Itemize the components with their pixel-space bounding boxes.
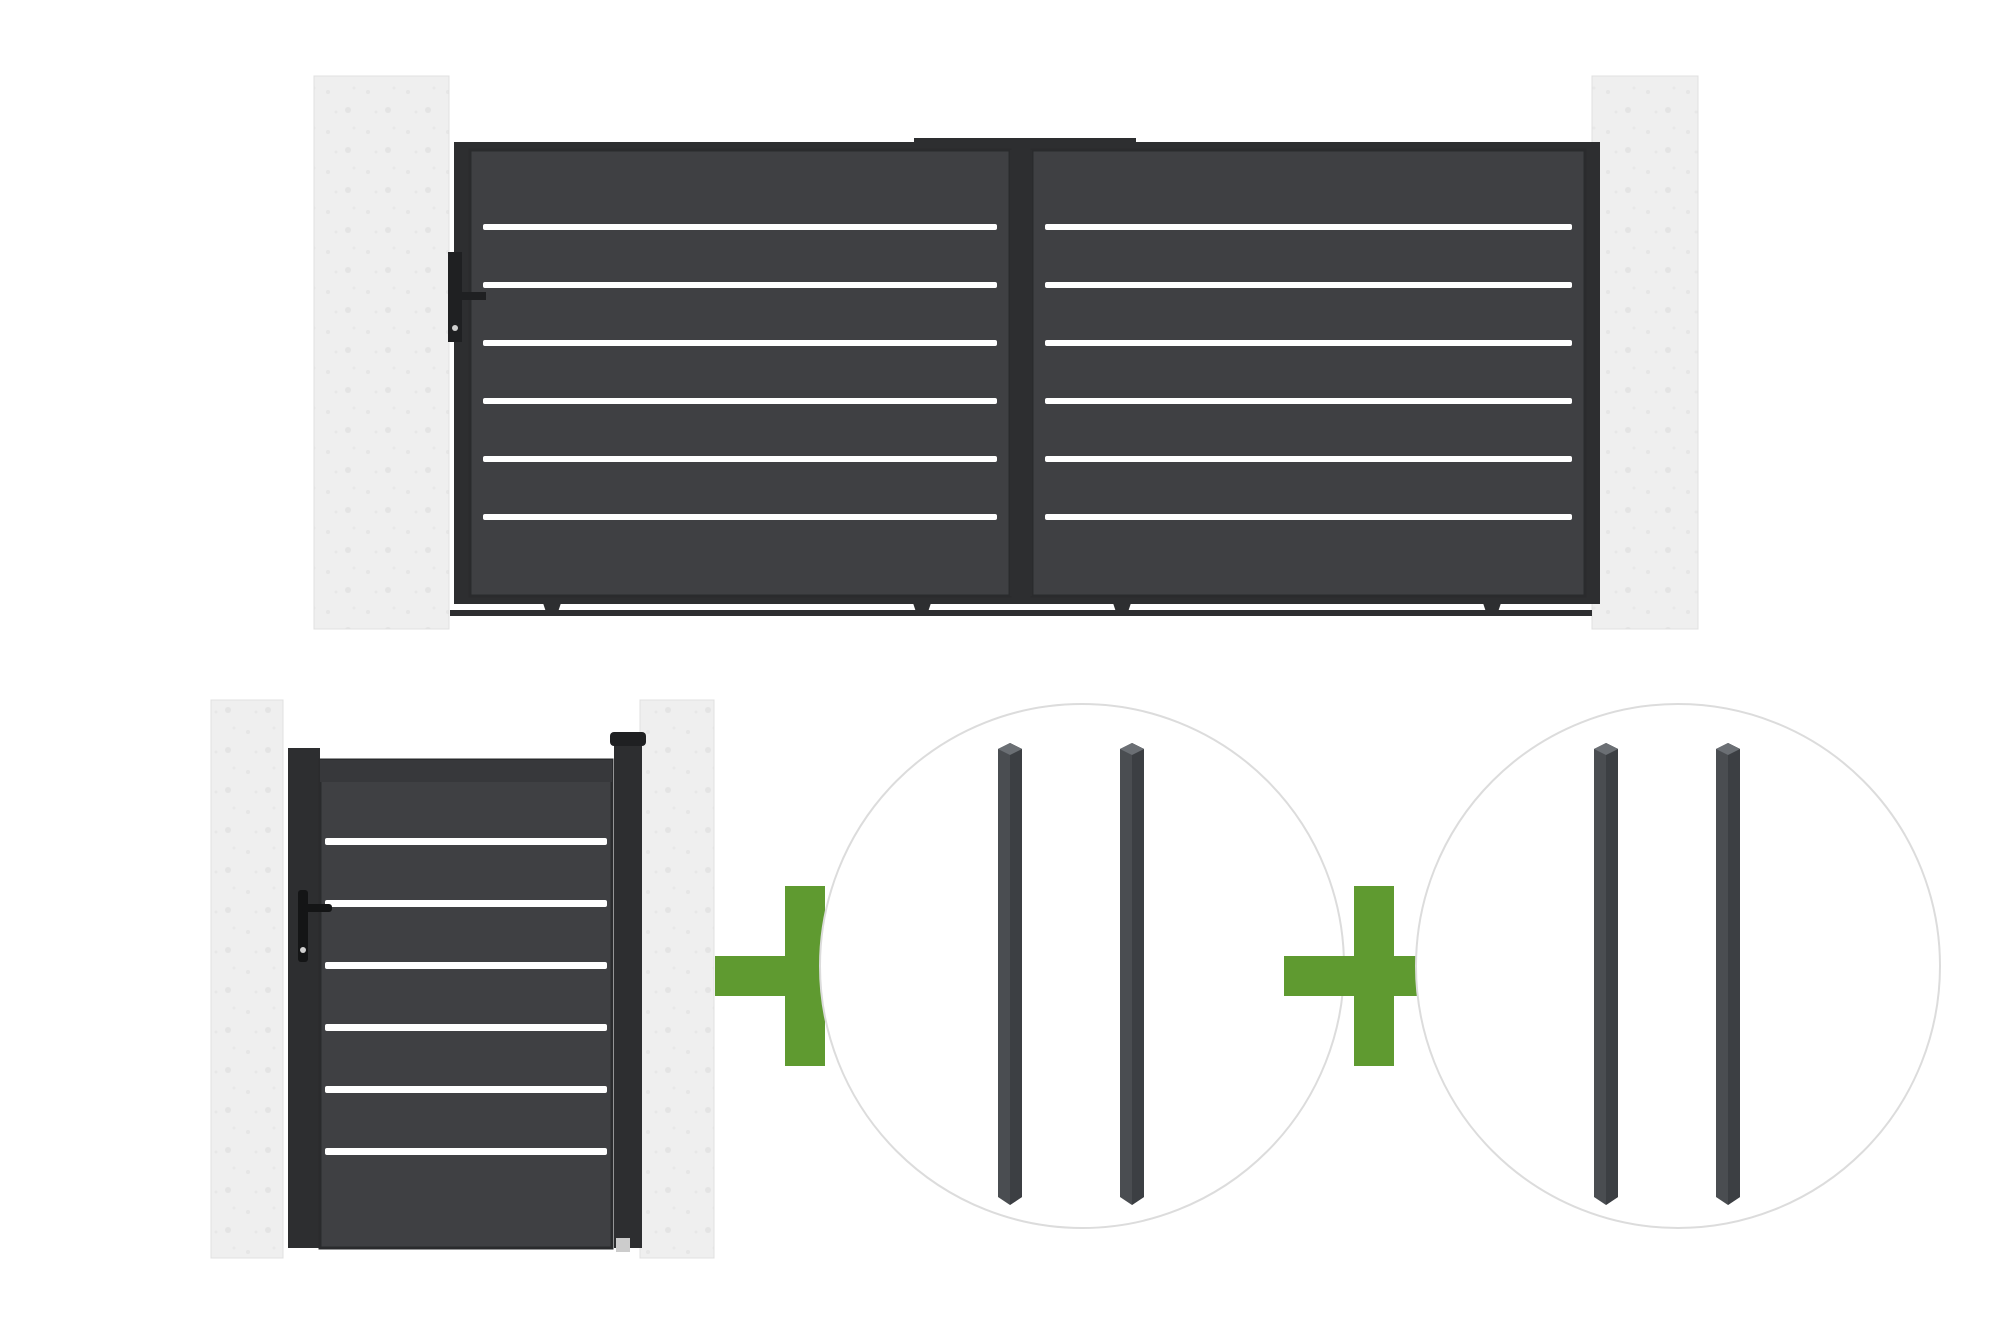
left-pillar [210, 699, 284, 1259]
bottom-hinge [616, 1238, 630, 1252]
slat-gap [483, 340, 997, 346]
right-pillar [1591, 75, 1699, 630]
right-pillar [639, 699, 715, 1259]
slat-gap [483, 456, 997, 462]
post-pair-circle [819, 703, 1345, 1229]
gate-panel-right [1030, 148, 1587, 598]
hinge-post-cap [610, 732, 646, 746]
slat-gap [483, 282, 997, 288]
gate-rail [450, 610, 1592, 616]
slat-gap [1045, 340, 1572, 346]
gate-handle [448, 252, 486, 342]
post-pair-circle [1415, 703, 1941, 1229]
pedestrian-gate-slats [325, 838, 607, 1155]
post [1716, 743, 1740, 1205]
gate-centre-stile [1010, 150, 1032, 596]
post-pair-1 [819, 703, 1345, 1229]
slat-gap [325, 962, 607, 969]
post [1120, 743, 1144, 1205]
slat-gap [325, 1024, 607, 1031]
left-pillar [313, 75, 450, 630]
sliding-gate-assembly [313, 75, 1699, 630]
slat-gap [325, 838, 607, 845]
slat-gap [1045, 282, 1572, 288]
slat-gap [325, 1148, 607, 1155]
wheel [912, 600, 932, 612]
gate-slats-right [1045, 224, 1572, 520]
slat-gap [1045, 398, 1572, 404]
slat-gap [483, 398, 997, 404]
pedestrian-gate-panel [318, 758, 614, 1250]
slat-gap [325, 1086, 607, 1093]
wheel [1112, 600, 1132, 612]
pedestrian-gate-top-rail [320, 760, 612, 782]
sliding-gate [448, 138, 1600, 616]
slat-gap [483, 514, 997, 520]
wheel [542, 600, 562, 612]
pedestrian-gate-handle [298, 890, 332, 962]
gate-wheels [542, 600, 1502, 612]
slat-gap [1045, 514, 1572, 520]
latch-post [288, 748, 320, 1248]
post [1594, 743, 1618, 1205]
gate-slats-left [483, 224, 997, 520]
post [998, 743, 1022, 1205]
wheel [1482, 600, 1502, 612]
hinge-post [614, 738, 642, 1248]
slat-gap [1045, 456, 1572, 462]
pedestrian-gate-assembly [210, 699, 715, 1259]
slat-gap [483, 224, 997, 230]
slat-gap [1045, 224, 1572, 230]
pedestrian-gate [288, 732, 646, 1252]
gate-panel-left [468, 148, 1012, 598]
gate-top-cap [914, 138, 1136, 144]
post-pair-2 [1415, 703, 1941, 1229]
slat-gap [325, 900, 607, 907]
